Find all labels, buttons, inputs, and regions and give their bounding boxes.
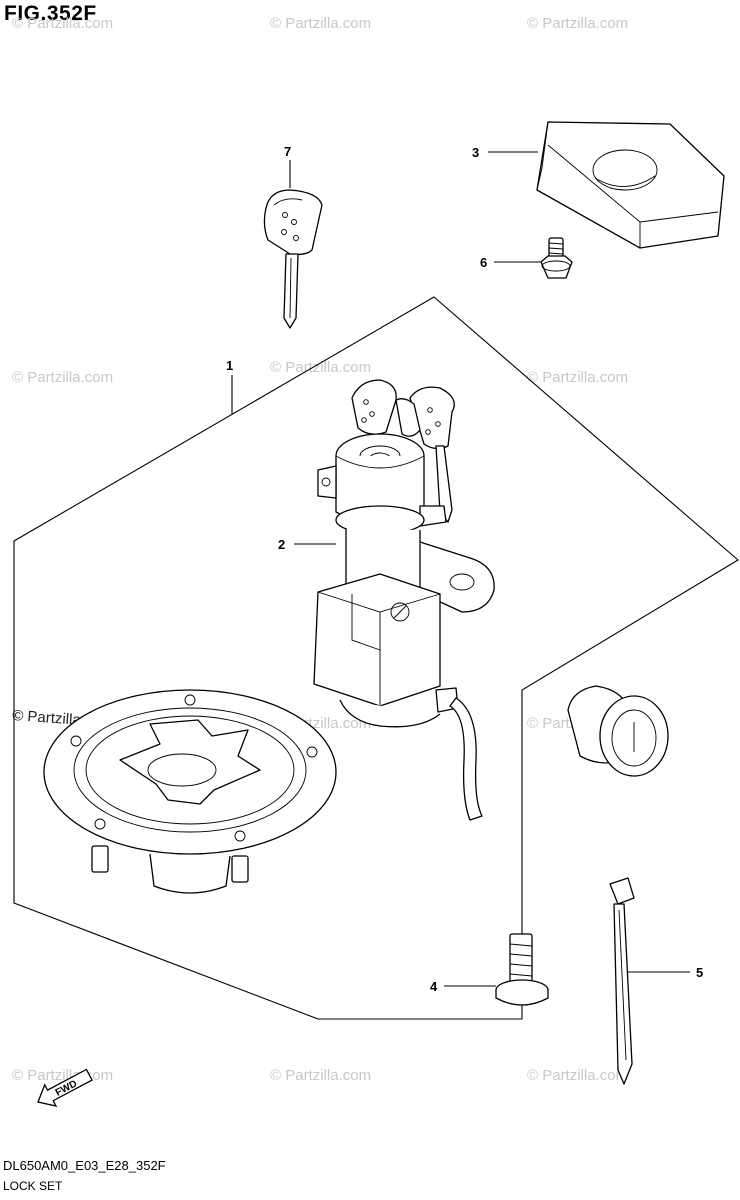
- callout-4: 4: [430, 979, 438, 994]
- watermark: © Partzilla.com: [527, 369, 628, 386]
- ignition-switch-part: [313, 379, 495, 821]
- seat-lock-part: [567, 685, 669, 777]
- cover-part: [536, 121, 725, 249]
- callout-1: 1: [226, 358, 233, 373]
- watermark: © Partzilla.com: [527, 1067, 628, 1084]
- screw-part: [540, 237, 573, 279]
- figure-name: LOCK SET: [3, 1179, 63, 1193]
- fuel-cap-part: [43, 689, 337, 894]
- watermark: © Partzilla.com: [12, 15, 113, 32]
- watermark: © Partzilla.com: [12, 369, 113, 386]
- watermarks: © Partzilla.com © Partzilla.com © Partzi…: [12, 15, 628, 1084]
- assembly-boundary: [13, 296, 739, 1020]
- callout-5: 5: [696, 965, 703, 980]
- figure-title: FIG.352F: [4, 2, 97, 25]
- callout-7: 7: [284, 144, 291, 159]
- figure-code: DL650AM0_E03_E28_352F: [3, 1158, 166, 1173]
- watermark: © Partzilla.com: [527, 15, 628, 32]
- callout-3: 3: [472, 145, 479, 160]
- bolt-part: [495, 933, 549, 1006]
- leader-lines: [231, 151, 690, 987]
- watermark: © Partzilla.com: [270, 15, 371, 32]
- watermark: © Partzilla.com: [270, 1067, 371, 1084]
- callout-2: 2: [278, 537, 285, 552]
- watermark: © Partzilla.com: [270, 359, 371, 376]
- key-part: [263, 189, 323, 329]
- callout-6: 6: [480, 255, 487, 270]
- callout-labels: 1 2 3 4 5 6 7: [226, 144, 703, 994]
- cable-tie-part: [609, 877, 635, 1085]
